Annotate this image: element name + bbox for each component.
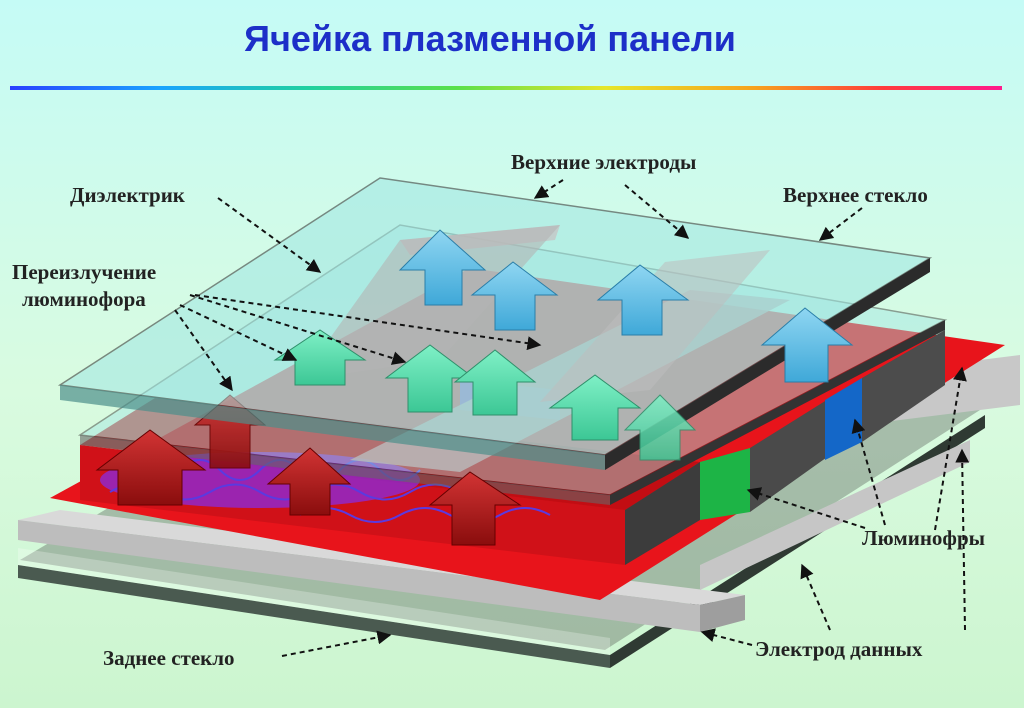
label-phosphor-reemission-2: люминофора (22, 287, 146, 311)
label-back-glass: Заднее стекло (103, 646, 235, 670)
label-data-electrode: Электрод данных (755, 637, 923, 661)
leader-lines (174, 179, 970, 657)
label-dielectric: Диэлектрик (70, 183, 185, 207)
label-phosphor-reemission-1: Переизлучение (12, 260, 157, 284)
light-arrows (273, 229, 854, 461)
label-top-glass: Верхнее стекло (783, 183, 928, 207)
rainbow-divider (10, 86, 1002, 90)
label-top-electrodes: Верхние электроды (511, 150, 697, 174)
label-phosphors: Люминофры (862, 526, 986, 550)
page-title: Ячейка плазменной панели (244, 18, 736, 59)
